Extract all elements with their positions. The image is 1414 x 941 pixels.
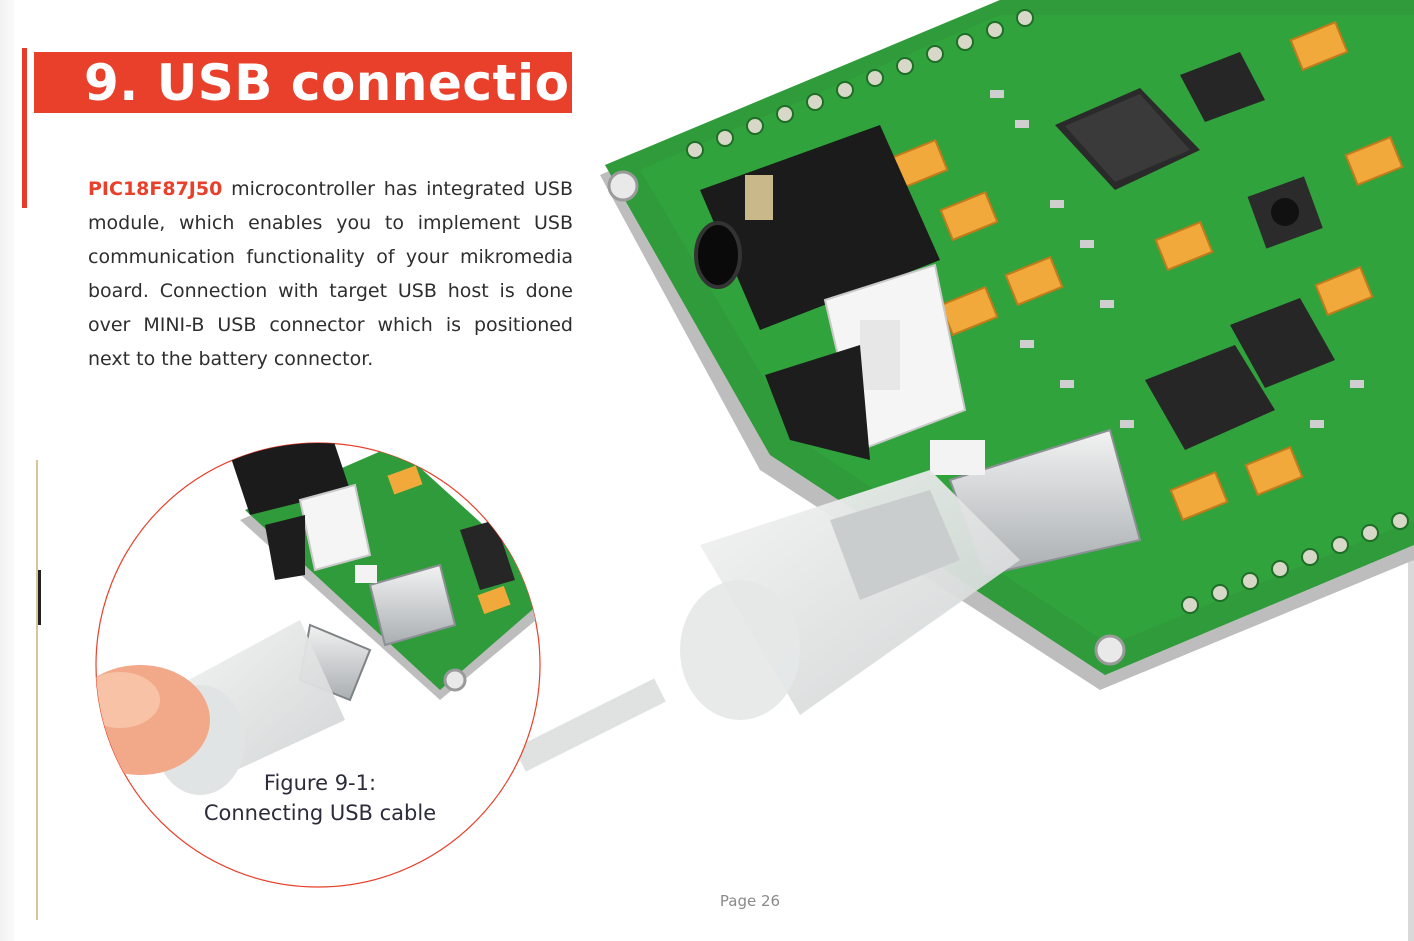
usb-plug	[514, 470, 1020, 772]
binding-red-mark	[22, 48, 27, 208]
figure-caption-title: Connecting USB cable	[203, 801, 437, 825]
mcu-name: PIC18F87J50	[88, 178, 223, 200]
figure-caption: Figure 9-1: Connecting USB cable	[160, 768, 480, 828]
section-title-bar	[34, 52, 572, 113]
page-number: Page 26	[719, 892, 781, 910]
page-binding-edge	[0, 0, 14, 941]
figure-inset	[95, 442, 541, 888]
pcb-board	[600, 0, 1414, 690]
intro-paragraph: PIC18F87J50 microcontroller has integrat…	[88, 172, 573, 376]
figure-caption-number: Figure 9-1:	[263, 771, 377, 795]
binding-line	[36, 460, 38, 920]
page-title: 9. USB connection	[84, 54, 606, 112]
binding-dark-mark	[38, 570, 41, 625]
intro-text: microcontroller has integrated USB modul…	[88, 178, 573, 370]
